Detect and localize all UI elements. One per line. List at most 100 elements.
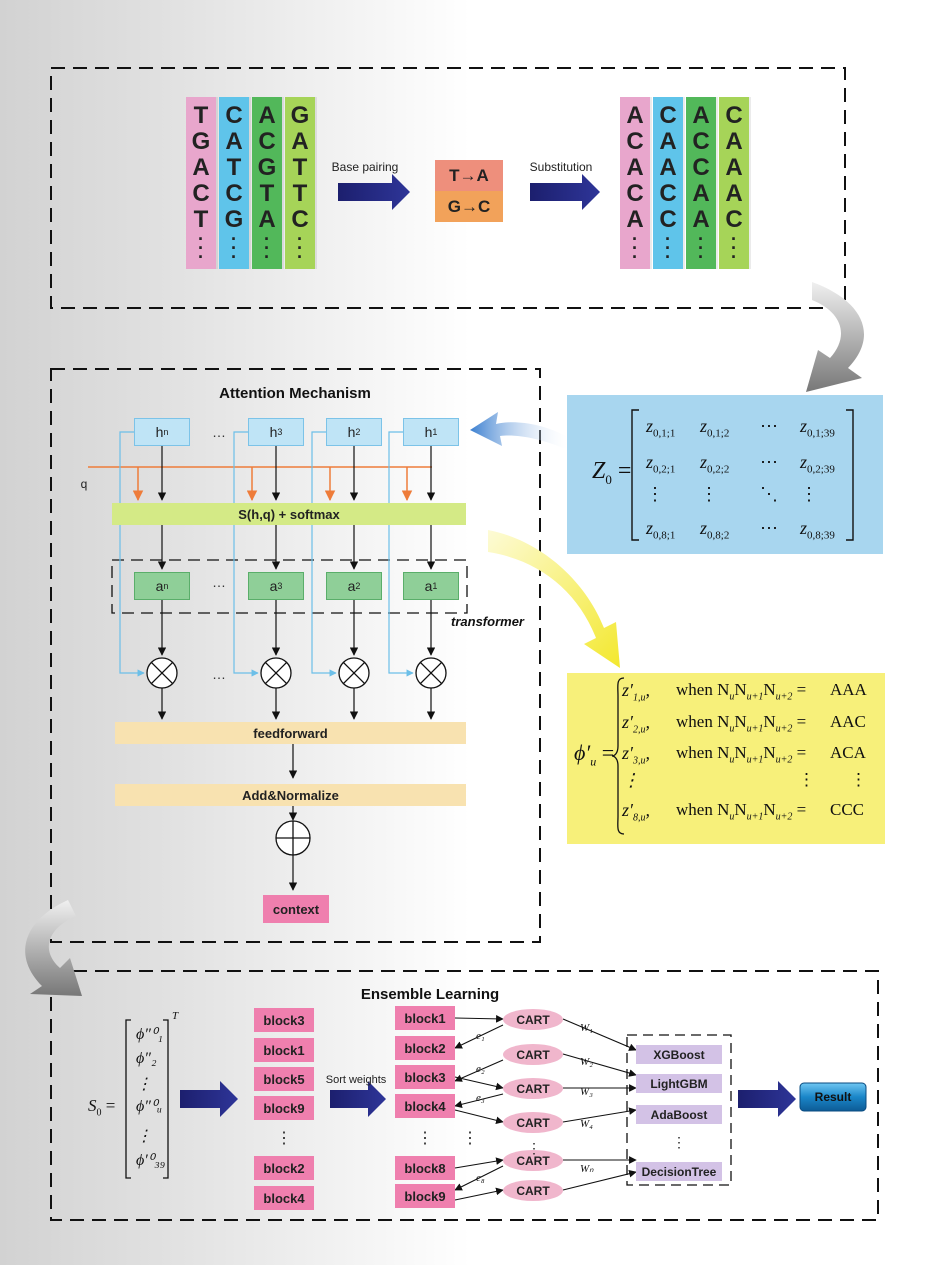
base-letter: A xyxy=(725,154,743,181)
strand-dots: ··· xyxy=(231,229,237,267)
z-cell: ⋯ xyxy=(760,452,778,472)
model-ellipsis: ⋮ xyxy=(672,1134,686,1150)
base-letter: T xyxy=(193,102,209,129)
sort-weights-arrow xyxy=(330,1081,386,1117)
z-cell: z0,8;2 xyxy=(700,518,730,542)
sorted-block: block2 xyxy=(395,1036,455,1060)
unsorted-block: block2 xyxy=(254,1156,314,1180)
cart-ellipsis: ⋮ xyxy=(527,1139,541,1156)
base-letter: A xyxy=(258,102,276,129)
error-label: e₁ xyxy=(476,1030,485,1042)
h-sub: 1 xyxy=(432,427,438,437)
sorted-ellipsis: ⋮ xyxy=(417,1130,433,1147)
model-item: AdaBoost xyxy=(636,1105,722,1124)
phi-case-value: AAC xyxy=(830,712,866,731)
result-label: Result xyxy=(814,1090,852,1104)
weight-label: W₃ xyxy=(580,1086,593,1098)
base-letter: G xyxy=(191,128,211,155)
error-label: e₂ xyxy=(476,1063,485,1075)
base-letter: T xyxy=(259,180,275,207)
z-cell: z0,2;39 xyxy=(800,452,835,476)
a-sub: 2 xyxy=(355,581,361,591)
base-letter: T xyxy=(193,206,209,233)
transformer-frame xyxy=(111,559,468,614)
z-cell: ⋯ xyxy=(760,416,778,436)
base-letter: G xyxy=(290,102,310,129)
unsorted-block: block5 xyxy=(254,1067,314,1091)
phi-box xyxy=(567,673,885,844)
base-letter: T xyxy=(226,154,242,181)
base-letter: C xyxy=(725,206,743,233)
strand-dots: ··· xyxy=(665,229,671,267)
z-cell: z0,1;39 xyxy=(800,416,835,440)
s0-lhs: S0 = xyxy=(88,1096,116,1119)
sorted-block: block4 xyxy=(395,1094,455,1118)
s0-brackets xyxy=(125,1019,169,1179)
z-matrix-brackets xyxy=(631,409,854,541)
base-letter: A xyxy=(659,128,677,155)
gray-curve-arrow-right xyxy=(806,282,865,392)
unsorted-ellipsis: ⋮ xyxy=(276,1130,292,1147)
base-letter: C xyxy=(225,180,243,207)
weight-label: W₄ xyxy=(580,1118,593,1130)
substitution-label: Substitution xyxy=(529,160,593,174)
z-matrix-box xyxy=(567,395,883,554)
models-frame xyxy=(626,1034,732,1186)
strand-dots: ··· xyxy=(264,229,270,267)
strand-dots: ··· xyxy=(731,229,737,267)
base-letter: A xyxy=(225,128,243,155)
rule-g-to-c: G→C xyxy=(435,191,503,222)
phi-lhs: ϕ′u = xyxy=(574,740,615,769)
s0-entry: ϕ″⁰ᵤ xyxy=(136,1098,163,1115)
base-letter: A xyxy=(192,154,210,181)
s0-transpose: T xyxy=(172,1010,179,1022)
h-label: h xyxy=(269,424,278,440)
phi-case-condition: when NuNu+1Nu+2 = xyxy=(676,743,807,766)
phi-case-value: ACA xyxy=(830,743,866,762)
attention-title: Attention Mechanism xyxy=(219,384,371,402)
error-label: e₈ xyxy=(476,1172,485,1184)
cart-node: CART xyxy=(503,1078,563,1099)
base-letter: C xyxy=(225,102,243,129)
ensemble-connectors xyxy=(454,1015,637,1201)
base-letter: A xyxy=(291,128,309,155)
a-label: a xyxy=(155,578,164,594)
phi-case-condition: when NuNu+1Nu+2 = xyxy=(676,680,807,703)
base-letter: A xyxy=(626,154,644,181)
base-letter: A xyxy=(725,180,743,207)
yellow-swoosh-arrow xyxy=(488,530,620,668)
sorted-block: block1 xyxy=(395,1006,455,1030)
base-letter: A xyxy=(626,102,644,129)
cart-node: CART xyxy=(503,1112,563,1133)
transformer-label: transformer xyxy=(451,613,524,629)
s0-entry: ⋮ xyxy=(136,1128,152,1145)
base-letter: G xyxy=(224,206,244,233)
gray-curve-arrow-left xyxy=(25,900,82,996)
phi-case-term: ⋮ xyxy=(622,770,640,790)
base-pairing-label: Base pairing xyxy=(331,160,399,174)
strand-dots: ··· xyxy=(198,229,204,267)
cart-node: CART xyxy=(503,1044,563,1065)
base-letter: T xyxy=(292,180,308,207)
weight-label: W₂ xyxy=(580,1056,593,1068)
sort-weights-label: Sort weights xyxy=(325,1074,387,1086)
a-label: a xyxy=(424,578,433,594)
unsorted-block: block3 xyxy=(254,1008,314,1032)
model-item: DecisionTree xyxy=(636,1162,722,1181)
unsorted-block: block1 xyxy=(254,1038,314,1062)
z-cell: ⋮ xyxy=(700,484,718,504)
phi-case-value: ⋮ xyxy=(850,770,867,789)
base-letter: C xyxy=(626,128,644,155)
s0-entry: ϕ″⁰₁ xyxy=(136,1026,163,1043)
